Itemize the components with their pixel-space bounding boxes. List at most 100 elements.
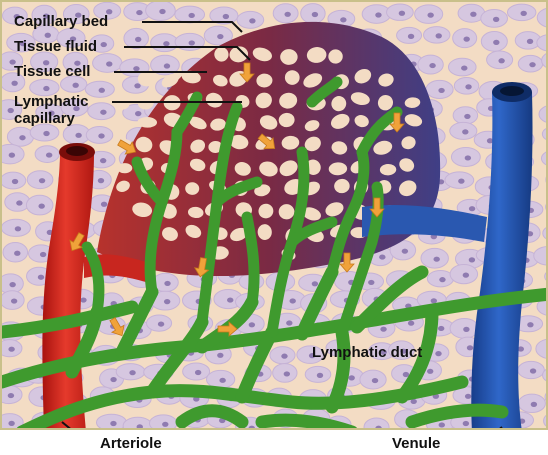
cell-nucleus xyxy=(135,111,141,116)
cell-nucleus xyxy=(8,347,14,352)
cell-nucleus xyxy=(100,158,106,163)
cell-nucleus xyxy=(529,62,535,67)
tissue-cell-label: Tissue cell xyxy=(14,63,90,80)
cell-nucleus xyxy=(462,129,468,134)
cell-nucleus xyxy=(219,378,225,383)
cell-nucleus xyxy=(249,18,255,23)
cell-nucleus xyxy=(158,321,164,326)
cell-nucleus xyxy=(469,206,475,211)
cell-nucleus xyxy=(162,422,168,427)
venule-label: Venule xyxy=(392,435,440,452)
cell-nucleus xyxy=(348,375,354,380)
cell-nucleus xyxy=(249,322,255,327)
cell-nucleus xyxy=(433,257,439,262)
tissue-cell xyxy=(541,150,548,167)
cell-nucleus xyxy=(368,280,374,285)
cell-nucleus xyxy=(164,299,170,304)
capillary-gap xyxy=(280,49,298,65)
cell-nucleus xyxy=(98,178,104,183)
cell-nucleus xyxy=(8,393,14,398)
cell-nucleus xyxy=(80,297,86,302)
cell-nucleus xyxy=(438,88,444,93)
tissue-cell xyxy=(539,105,548,123)
cell-nucleus xyxy=(531,402,537,407)
tissue-cell xyxy=(364,418,389,430)
cell-nucleus xyxy=(493,17,499,22)
cell-nucleus xyxy=(340,17,346,22)
cell-nucleus xyxy=(135,37,141,42)
cell-nucleus xyxy=(223,14,229,19)
cell-nucleus xyxy=(110,377,116,382)
cell-nucleus xyxy=(9,153,15,158)
cell-nucleus xyxy=(106,61,112,66)
cell-nucleus xyxy=(39,178,45,183)
cell-nucleus xyxy=(164,281,170,286)
cell-nucleus xyxy=(520,11,526,16)
cell-nucleus xyxy=(429,63,435,68)
cell-nucleus xyxy=(227,297,233,302)
cell-nucleus xyxy=(159,9,165,14)
cell-nucleus xyxy=(469,257,475,262)
cell-nucleus xyxy=(164,63,170,68)
cell-nucleus xyxy=(43,131,49,136)
lymphatic-duct-segment xyxy=(262,420,352,430)
cell-nucleus xyxy=(408,321,414,326)
cell-nucleus xyxy=(217,34,223,39)
cell-nucleus xyxy=(137,424,143,429)
illustration-frame: Capillary bed Tissue fluid Tissue cell L… xyxy=(0,0,548,430)
cell-nucleus xyxy=(195,370,201,375)
cell-nucleus xyxy=(72,83,78,88)
lymphatic-capillary xyxy=(247,217,254,302)
cell-nucleus xyxy=(99,88,105,93)
cell-nucleus xyxy=(40,252,46,257)
cell-nucleus xyxy=(438,326,444,331)
cell-nucleus xyxy=(16,200,22,205)
cell-nucleus xyxy=(129,370,135,375)
cell-nucleus xyxy=(15,226,21,231)
cell-nucleus xyxy=(8,108,14,113)
cell-nucleus xyxy=(312,12,318,17)
cell-nucleus xyxy=(458,179,464,184)
cell-nucleus xyxy=(436,33,442,38)
cell-nucleus xyxy=(217,353,223,358)
cell-nucleus xyxy=(379,254,385,259)
cell-nucleus xyxy=(408,34,414,39)
cell-nucleus xyxy=(372,378,378,383)
cell-nucleus xyxy=(380,327,386,332)
lymphatic-capillary-label: Lymphatic capillary xyxy=(14,93,88,127)
cell-nucleus xyxy=(188,13,194,18)
cell-nucleus xyxy=(402,249,408,254)
tissue-cell xyxy=(544,412,548,430)
cell-nucleus xyxy=(317,373,323,378)
cell-nucleus xyxy=(399,11,405,16)
cell-nucleus xyxy=(14,251,20,256)
cell-nucleus xyxy=(465,394,471,399)
cell-nucleus xyxy=(11,298,17,303)
cell-nucleus xyxy=(439,277,445,282)
cell-nucleus xyxy=(431,298,437,303)
cell-nucleus xyxy=(498,58,504,63)
cell-nucleus xyxy=(98,133,104,138)
cell-nucleus xyxy=(136,10,142,15)
cell-nucleus xyxy=(38,275,44,280)
cell-nucleus xyxy=(9,282,15,287)
cell-nucleus xyxy=(427,13,433,18)
cell-nucleus xyxy=(375,12,381,17)
tissue-cell xyxy=(537,8,548,28)
cell-nucleus xyxy=(403,372,409,377)
cell-nucleus xyxy=(467,345,473,350)
capillary-bed-label: Capillary bed xyxy=(14,13,108,30)
cell-nucleus xyxy=(101,42,107,47)
cell-nucleus xyxy=(100,110,106,115)
arteriole-label: Arteriole xyxy=(100,435,162,452)
cell-nucleus xyxy=(527,322,533,327)
cell-nucleus xyxy=(133,66,139,71)
cell-nucleus xyxy=(493,40,499,45)
cell-nucleus xyxy=(43,86,49,91)
cell-nucleus xyxy=(464,114,470,119)
cell-nucleus xyxy=(463,327,469,332)
cell-nucleus xyxy=(463,421,469,426)
cell-nucleus xyxy=(189,40,195,45)
tissue-cell xyxy=(542,51,548,69)
cell-nucleus xyxy=(463,37,469,42)
